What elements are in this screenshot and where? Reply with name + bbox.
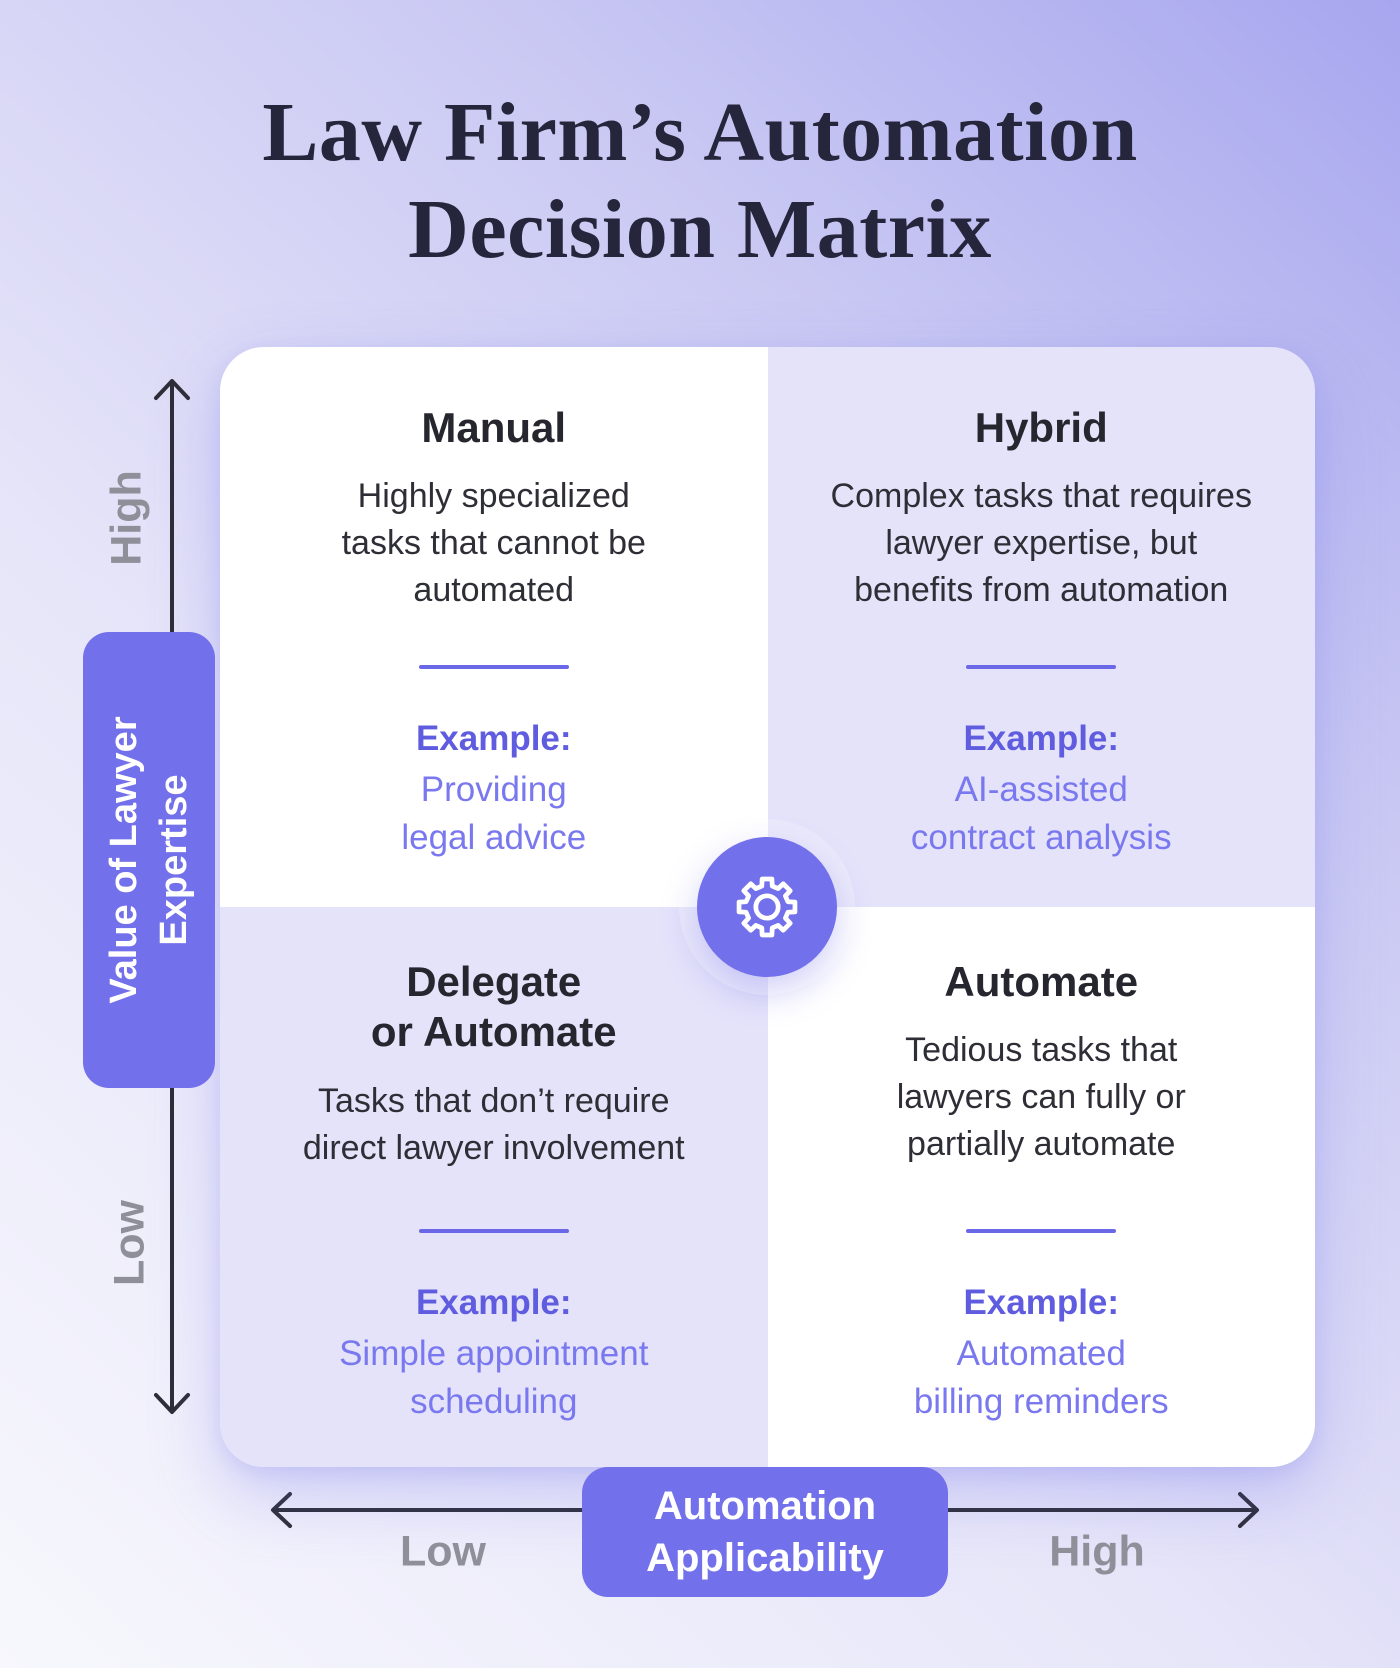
quadrant-description: Tedious tasks that lawyers can fully or …: [896, 1031, 1186, 1164]
quadrant-manual: Manual Highly specialized tasks that can…: [220, 347, 768, 907]
example-label: Example:: [415, 719, 572, 758]
quadrant-divider: [418, 665, 569, 669]
example-text: Automated billing reminders: [913, 1334, 1169, 1421]
quadrant-delegate-or-automate: Delegate or Automate Tasks that don’t re…: [220, 907, 768, 1467]
quadrant-automate: Automate Tedious tasks that lawyers can …: [767, 907, 1315, 1467]
quadrant-upper: Hybrid Complex tasks that requires lawye…: [831, 403, 1252, 665]
quadrant-upper: Automate Tedious tasks that lawyers can …: [897, 957, 1186, 1229]
quadrant-title: Manual: [421, 404, 567, 451]
quadrant-description: Tasks that don’t require direct lawyer i…: [302, 1081, 685, 1167]
page-title: Law Firm’s Automation Decision Matrix: [262, 86, 1138, 277]
example-text: Simple appointment scheduling: [339, 1334, 649, 1421]
example-label: Example:: [415, 1283, 572, 1322]
quadrant-description: Complex tasks that requires lawyer exper…: [830, 477, 1252, 610]
example-label: Example:: [963, 1283, 1120, 1322]
vertical-axis-label-box: Value of Lawyer Expertise: [83, 632, 215, 1088]
quadrant-title: Delegate or Automate: [370, 958, 617, 1056]
example-text: AI-assisted contract analysis: [910, 770, 1172, 857]
horizontal-axis-low-label: Low: [400, 1527, 486, 1576]
quadrant-upper: Manual Highly specialized tasks that can…: [342, 403, 646, 665]
example-text: Providing legal advice: [401, 770, 587, 857]
horizontal-axis-high-label: High: [1049, 1527, 1145, 1576]
quadrant-description: Highly specialized tasks that cannot be …: [341, 477, 646, 610]
quadrant-title: Automate: [944, 958, 1139, 1005]
quadrant-hybrid: Hybrid Complex tasks that requires lawye…: [767, 347, 1315, 907]
vertical-axis-low-label: Low: [105, 1200, 154, 1286]
gear-icon: [736, 876, 798, 938]
quadrant-divider: [966, 665, 1117, 669]
quadrant-divider: [966, 1229, 1117, 1233]
example-label: Example:: [963, 719, 1120, 758]
quadrant-divider: [418, 1229, 569, 1233]
quadrant-upper: Delegate or Automate Tasks that don’t re…: [303, 957, 685, 1229]
matrix-card: Manual Highly specialized tasks that can…: [220, 347, 1315, 1467]
gear-badge: [697, 837, 837, 977]
horizontal-axis-label-box: Automation Applicability: [582, 1467, 948, 1597]
vertical-axis-high-label: High: [102, 470, 151, 566]
quadrant-title: Hybrid: [974, 404, 1108, 451]
